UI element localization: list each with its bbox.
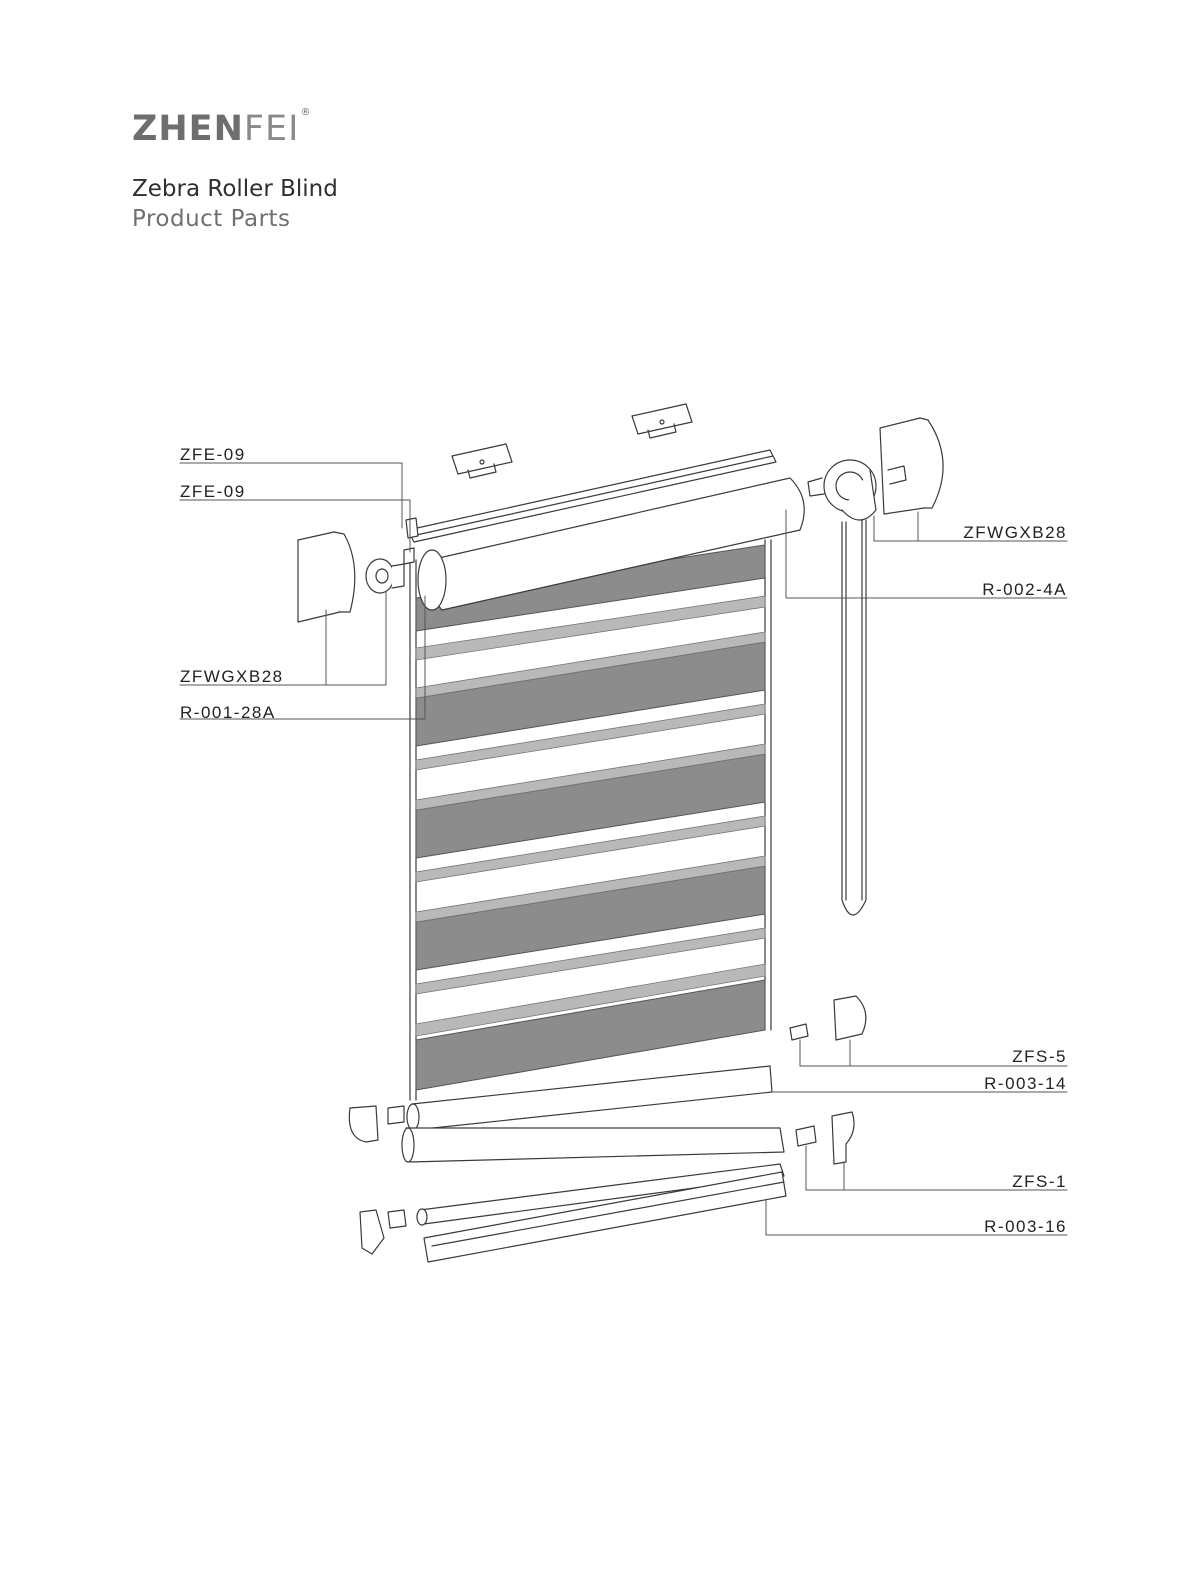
band-edge-8 [415, 963, 766, 1037]
zfs5-plug [789, 1023, 809, 1041]
callout-zfwgxb28-right: ZFWGXB28 [963, 523, 1067, 542]
page-title: Zebra Roller Blind [132, 176, 338, 202]
bottom-tube-middle [401, 1127, 785, 1163]
left-clip [403, 517, 419, 565]
fabric-band-edges [415, 595, 766, 1037]
brand-logo: ZHENFEI® [132, 108, 311, 149]
callout-zfs1: ZFS-1 [1012, 1172, 1067, 1191]
left-end-cap [297, 531, 356, 623]
leader-zfwgxb28-left [179, 591, 387, 686]
dark-stripe-2 [415, 641, 766, 747]
callout-zfwgxb28-left: ZFWGXB28 [180, 667, 284, 686]
callout-zfs5: ZFS-5 [1012, 1047, 1067, 1066]
leader-zfwgxb28-right [873, 511, 1068, 542]
brand-name-light: FEI [243, 109, 300, 149]
zfs5-parts [789, 995, 867, 1041]
registered-mark: ® [300, 107, 312, 118]
head-rail-groove [411, 455, 774, 537]
leader-r00316 [765, 1199, 1068, 1236]
left-idle-plug [365, 558, 405, 594]
head-rail [407, 449, 805, 611]
leader-zfs1 [805, 1145, 1068, 1191]
callout-r00128a: R-001-28A [180, 703, 276, 722]
band-edge-1 [415, 595, 766, 661]
callout-r00314: R-003-14 [984, 1074, 1067, 1093]
bottom-rod [416, 1163, 785, 1226]
zfs1-clip [831, 1111, 855, 1165]
dark-stripe-3 [415, 753, 766, 859]
chain-clutch [807, 459, 877, 521]
pull-chain [841, 519, 867, 916]
zfs1-plug [795, 1125, 817, 1147]
leader-zfs5 [799, 1039, 1068, 1067]
band-edge-2 [415, 631, 766, 699]
callout-zfe09-bottom: ZFE-09 [180, 482, 246, 501]
callout-zfe09-top: ZFE-09 [180, 445, 246, 464]
leader-r0024a [785, 509, 1068, 599]
left-bottom-caps-upper [348, 1105, 405, 1143]
tube-end-left [417, 549, 447, 611]
right-end-cap [879, 417, 944, 515]
page-subtitle: Product Parts [132, 206, 291, 232]
left-bottom-caps-lower [359, 1209, 407, 1255]
dark-stripe-4 [415, 865, 766, 971]
fabric-dark-stripes [415, 544, 766, 1091]
leader-zfe09-bottom [179, 499, 411, 553]
band-edge-4 [415, 743, 766, 811]
top-brackets [451, 403, 693, 479]
band-edge-5 [415, 815, 766, 883]
band-edge-6 [415, 855, 766, 923]
callout-r00316: R-003-16 [984, 1217, 1067, 1236]
band-edge-7 [415, 927, 766, 995]
leader-lines [179, 462, 1068, 1236]
callout-r0024a: R-002-4A [982, 580, 1067, 599]
blind-left-rail [409, 559, 417, 1101]
leader-zfe09-top [179, 462, 403, 529]
band-edge-3 [415, 703, 766, 771]
bottom-rail [423, 1171, 787, 1263]
leader-r00128a [179, 595, 426, 720]
zfs5-cap [833, 995, 867, 1041]
zfs1-parts [795, 1111, 855, 1165]
dark-stripe-5 [415, 979, 766, 1091]
brand-name-bold: ZHEN [132, 109, 244, 149]
blind-right-rail [764, 539, 772, 1031]
